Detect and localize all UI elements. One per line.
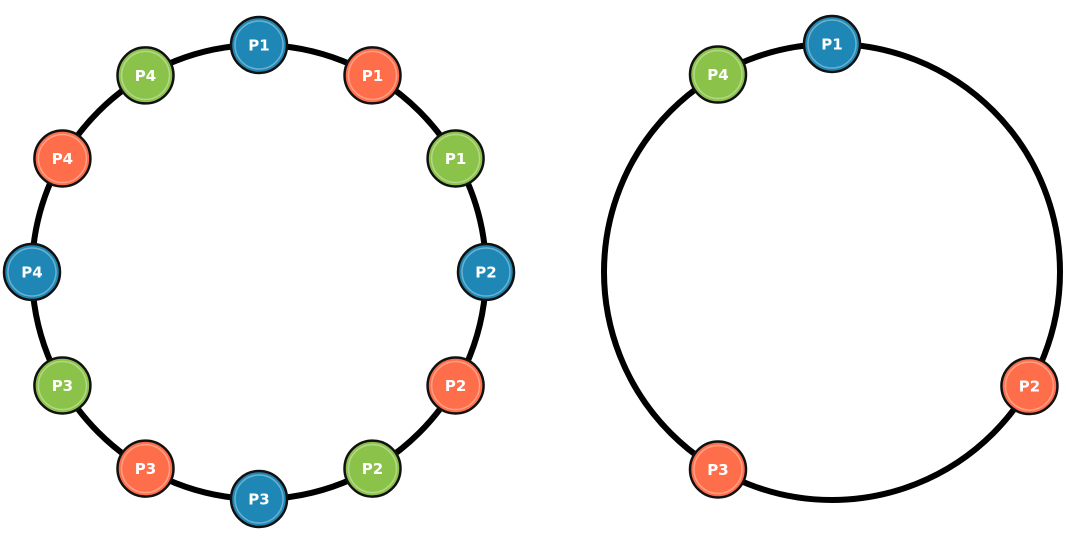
node-inner-ring — [693, 444, 743, 495]
node-label: P2 — [475, 264, 496, 282]
hash-ring — [29, 42, 489, 502]
node-label: P4 — [707, 66, 728, 84]
node-inner-ring — [430, 133, 481, 184]
node-inner-ring — [120, 443, 171, 494]
node-label: P3 — [707, 461, 728, 479]
node-inner-ring — [807, 19, 857, 69]
node-label: P1 — [248, 37, 269, 55]
node-label: P4 — [21, 264, 42, 282]
node-circle — [116, 439, 175, 498]
ring-node-p4-green: P4 — [688, 45, 748, 104]
ring-node-p2-green: P2 — [343, 439, 402, 498]
node-circle — [229, 469, 289, 529]
node-label: P1 — [362, 67, 383, 85]
ring-node-p2-orange: P2 — [1000, 356, 1059, 416]
ring-node-p2-orange: P2 — [426, 356, 485, 415]
node-circle — [1000, 356, 1059, 416]
ring-node-p3-blue: P3 — [229, 469, 289, 529]
node-circle — [33, 356, 92, 415]
node-circle — [33, 129, 92, 188]
ring-node-p1-orange: P1 — [343, 46, 402, 105]
node-circle — [116, 46, 175, 105]
node-inner-ring — [120, 50, 171, 101]
ring-node-p4-blue: P4 — [2, 242, 62, 302]
ring-node-p3-green: P3 — [33, 356, 92, 415]
node-circle — [426, 356, 485, 415]
node-circle — [688, 45, 748, 104]
node-label: P3 — [135, 460, 156, 478]
ring-node-p1-green: P1 — [426, 129, 485, 188]
node-label: P4 — [135, 67, 156, 85]
node-circle — [802, 14, 862, 74]
node-label: P4 — [52, 150, 73, 168]
node-label: P1 — [821, 36, 842, 54]
ring-node-p1-blue: P1 — [229, 15, 289, 75]
node-inner-ring — [37, 133, 88, 184]
node-inner-ring — [234, 474, 284, 524]
node-label: P2 — [1019, 378, 1040, 396]
ring-node-p4-green: P4 — [116, 46, 175, 105]
node-label: P2 — [445, 377, 466, 395]
node-circle — [229, 15, 289, 75]
node-circle — [456, 242, 516, 302]
node-circle — [343, 46, 402, 105]
node-inner-ring — [461, 247, 511, 297]
node-inner-ring — [37, 360, 88, 411]
ring-node-p2-blue: P2 — [456, 242, 516, 302]
node-inner-ring — [234, 20, 284, 70]
node-label: P1 — [445, 150, 466, 168]
ring-node-p1-blue: P1 — [802, 14, 862, 74]
node-inner-ring — [693, 49, 743, 100]
node-inner-ring — [430, 360, 481, 411]
ring-node-p4-orange: P4 — [33, 129, 92, 188]
node-circle — [426, 129, 485, 188]
ring-node-p3-orange: P3 — [116, 439, 175, 498]
node-inner-ring — [1004, 361, 1055, 411]
node-label: P2 — [362, 460, 383, 478]
ring-node-p3-orange: P3 — [688, 440, 748, 499]
node-inner-ring — [347, 50, 398, 101]
hash-ring — [601, 41, 1063, 503]
node-label: P3 — [248, 491, 269, 509]
node-inner-ring — [347, 443, 398, 494]
node-circle — [688, 440, 748, 499]
node-label: P3 — [52, 377, 73, 395]
node-inner-ring — [7, 247, 57, 297]
node-circle — [2, 242, 62, 302]
node-circle — [343, 439, 402, 498]
